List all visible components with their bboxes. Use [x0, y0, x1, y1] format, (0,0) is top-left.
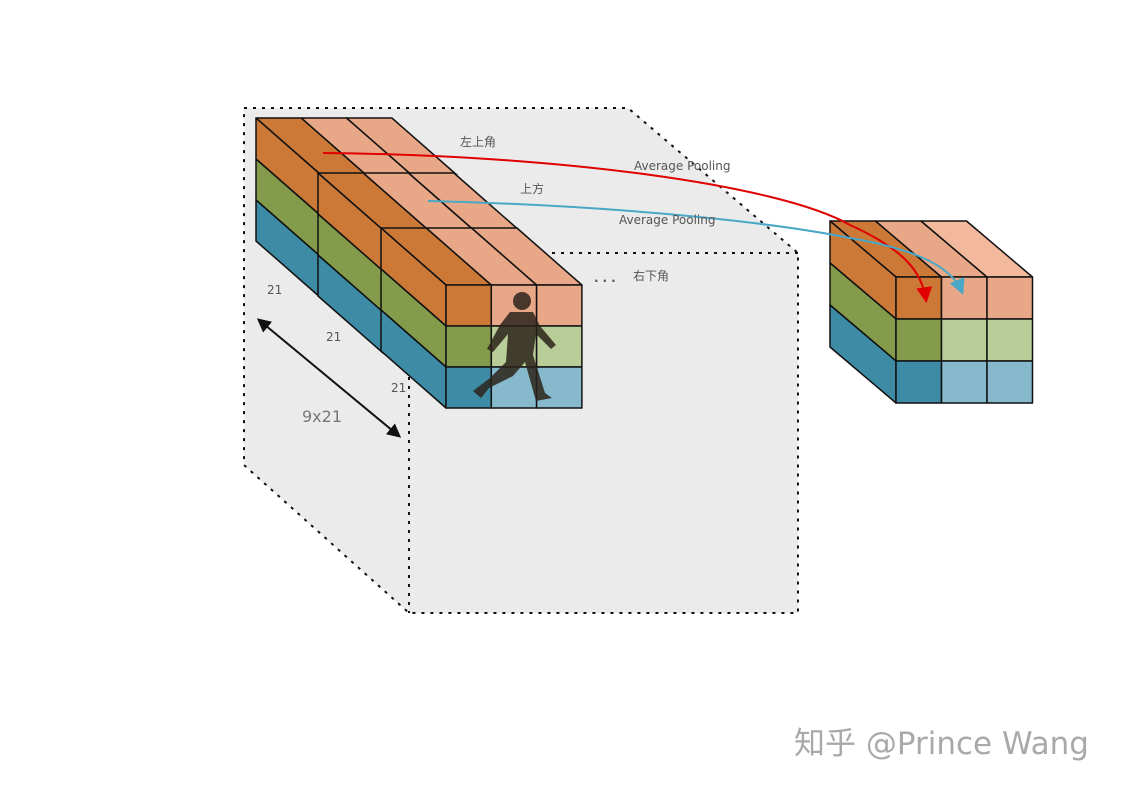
- cube-front-cell: [895, 276, 943, 320]
- label-top-left: 左上角: [460, 134, 496, 149]
- watermark: 知乎 @Prince Wang: [794, 726, 1089, 762]
- dimension-arrow: [256, 318, 402, 438]
- cube-front-cell: [895, 318, 943, 362]
- label-dots: ...: [594, 271, 620, 285]
- cube-front-cell: [986, 318, 1034, 362]
- cube-front-cell: [940, 276, 988, 320]
- label-bottom-right: 右下角: [633, 268, 669, 283]
- cube-front-cell: [940, 318, 988, 362]
- cube-front-cell: [986, 276, 1034, 320]
- depth-label-1: 21: [267, 283, 282, 297]
- cube-front-cell: [986, 360, 1034, 404]
- person-icon: [473, 292, 556, 401]
- label-top: 上方: [520, 181, 544, 196]
- depth-label-3: 21: [391, 381, 406, 395]
- label-pooling-2: Average Pooling: [619, 213, 715, 227]
- block-front-cell: [535, 284, 583, 327]
- label-pooling-1: Average Pooling: [634, 159, 730, 173]
- block-front-cell: [445, 325, 493, 368]
- cube-front-cell: [895, 360, 943, 404]
- blue-pooling-arrow: [427, 200, 965, 295]
- red-pooling-arrow: [322, 152, 933, 304]
- depth-label-2: 21: [326, 330, 341, 344]
- sliding-window-blocks: [255, 117, 583, 409]
- area-label: 9x21: [302, 407, 342, 426]
- block-front-cell: [535, 366, 583, 409]
- block-front-cell: [445, 284, 493, 327]
- pooled-output-cube: [829, 220, 1034, 404]
- cube-front-cell: [940, 360, 988, 404]
